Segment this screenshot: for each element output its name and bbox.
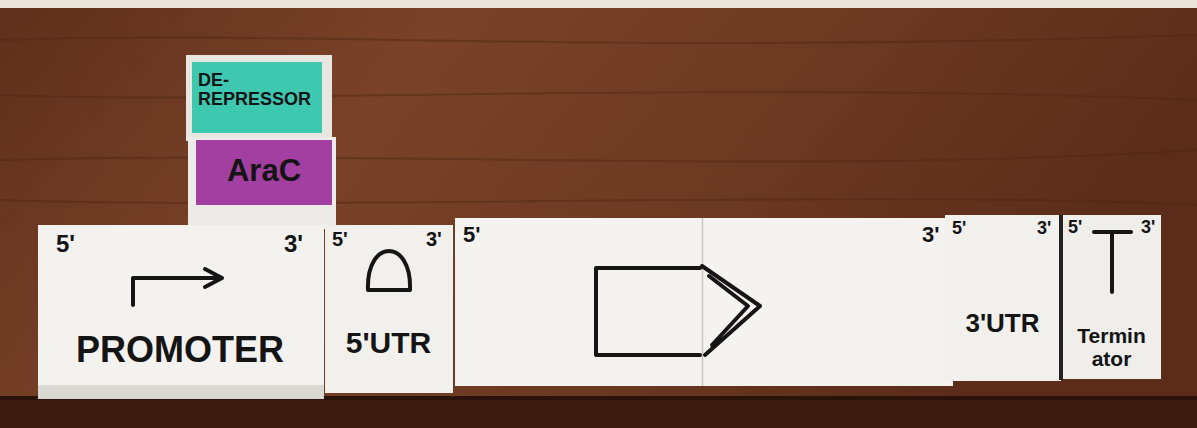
paper-side: [38, 385, 324, 399]
protein-box: AraC: [196, 140, 332, 205]
part-label: 3': [1141, 218, 1160, 237]
paper-box: [186, 55, 332, 141]
part-label: DE- REPRESSOR: [198, 71, 320, 110]
part-label: 5': [56, 231, 96, 257]
part-label: 5'UTR: [325, 327, 452, 359]
text-holder: 3'UTR: [945, 309, 1060, 337]
text-holder: 5': [1068, 218, 1094, 237]
part-label: 5': [332, 229, 362, 251]
text-holder: AraC: [196, 154, 332, 187]
part-label: 3': [284, 231, 320, 257]
ribosome-site-dome: [368, 251, 410, 290]
cds-arrowhead: [702, 266, 760, 355]
text-holder: 5'UTR: [325, 327, 452, 359]
part-label: 5': [1068, 218, 1094, 237]
text-holder: 5': [56, 231, 96, 257]
purple-label: [196, 140, 332, 205]
text-holder: 5': [463, 223, 497, 247]
terminator-box: 5' 3' Termin ator: [1063, 215, 1160, 378]
part-label: 3'UTR: [945, 309, 1060, 337]
text-holder: 5': [952, 219, 980, 238]
part-label: 3': [426, 229, 452, 251]
terminator-t: [1094, 232, 1131, 292]
utr-box: 5' 3' 3'UTR: [945, 215, 1060, 380]
text-holder: 3': [1037, 219, 1060, 238]
cds-box: 5': [455, 218, 702, 385]
paper-box: [325, 225, 453, 393]
text-holder: 3': [284, 231, 320, 257]
text-holder: 3': [922, 223, 953, 247]
teal-label: [192, 62, 322, 133]
promoter-arrow: [133, 269, 222, 305]
paper-boxes: [38, 55, 1161, 399]
cds-box: 3': [702, 218, 953, 385]
text-holder: PROMOTER: [38, 331, 322, 370]
text-holder: Termin ator: [1067, 325, 1156, 370]
text-holder: DE- REPRESSOR: [198, 71, 320, 110]
part-label: Termin ator: [1067, 325, 1156, 370]
paper-box: [703, 218, 953, 386]
promoter-box: 5' 3' PROMOTER: [38, 225, 322, 398]
part-label: AraC: [196, 154, 332, 187]
part-label: 5': [463, 223, 497, 247]
part-label: 5': [952, 219, 980, 238]
text-holder: 5': [332, 229, 362, 251]
paper-box: [188, 137, 336, 229]
paper-box: [1063, 215, 1161, 379]
table-edge: [0, 396, 1197, 428]
text-holder: 3': [1141, 218, 1160, 237]
utr-box: 5' 3' 5'UTR: [325, 225, 452, 392]
paper-box: [455, 218, 703, 386]
part-label: 3': [922, 223, 953, 247]
part-label: PROMOTER: [38, 331, 322, 370]
wood-grain: [0, 35, 1197, 205]
text-holder: 3': [426, 229, 452, 251]
part-label: 3': [1037, 219, 1060, 238]
repressor-box: DE- REPRESSOR: [192, 62, 322, 133]
photo-edge: [0, 0, 1197, 8]
paper-box: [945, 215, 1061, 381]
paper-box: [38, 225, 324, 399]
cds-body: [596, 268, 700, 355]
box-seam: [1059, 215, 1063, 380]
